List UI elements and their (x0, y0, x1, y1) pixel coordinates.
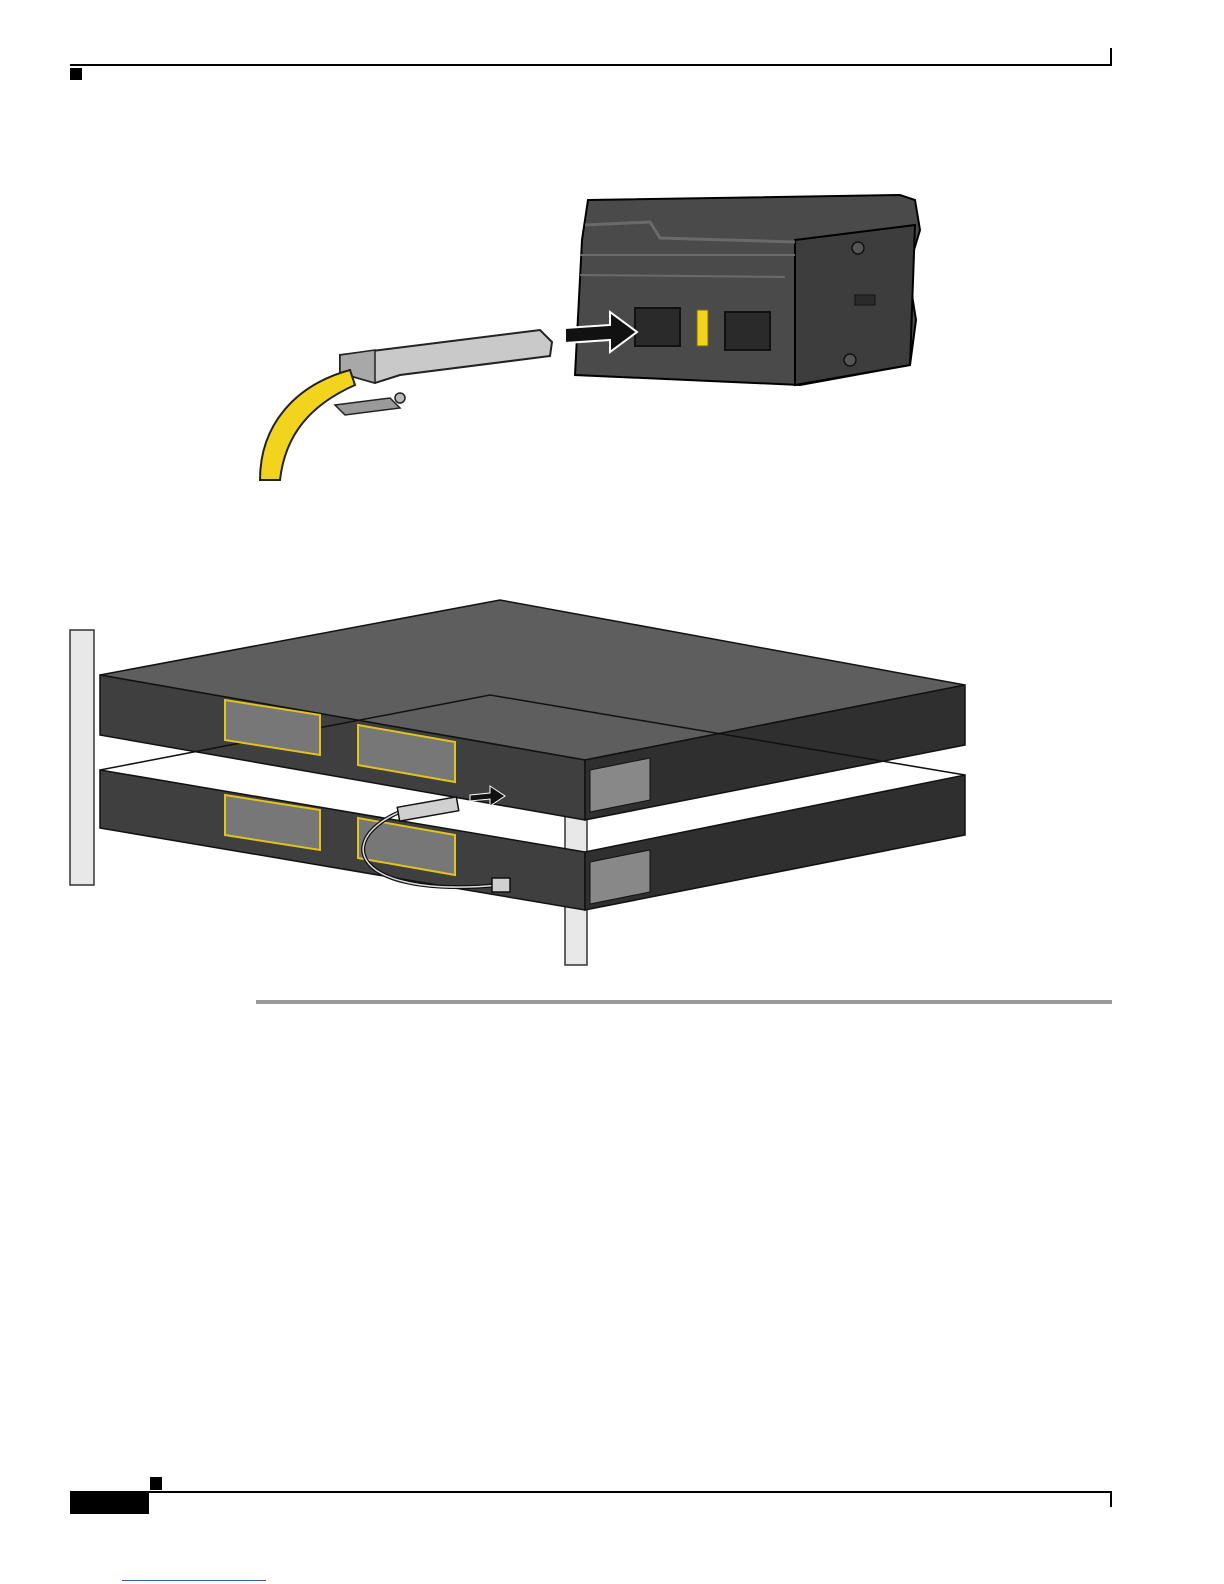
figure-cable-insertion (240, 180, 940, 500)
footer-link-underline[interactable] (122, 1580, 266, 1581)
footer-marker (150, 1477, 162, 1490)
header-rule (70, 64, 1112, 66)
figure-bottom-rule (256, 1000, 1112, 1004)
figure-stacked-switches (60, 590, 980, 980)
footer-tick (1110, 1493, 1112, 1507)
header-marker (70, 68, 82, 80)
footer-rule (70, 1491, 1112, 1493)
footer-page-tab (70, 1492, 149, 1514)
